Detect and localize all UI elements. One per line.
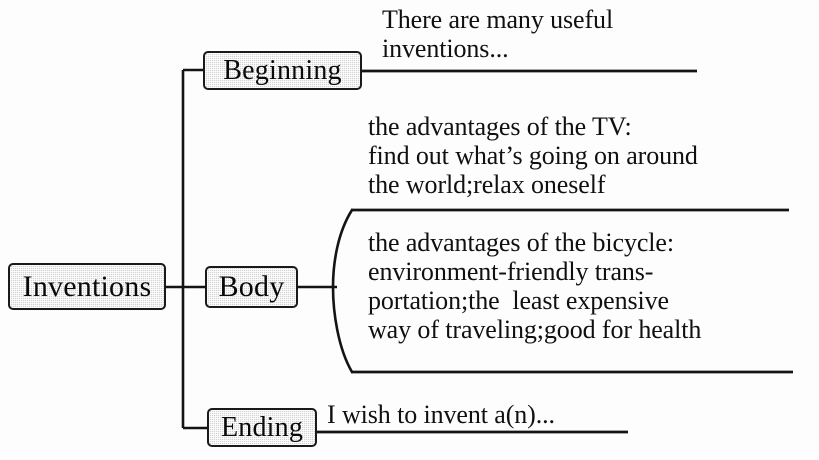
leaf-ending-note: I wish to invent a(n)... xyxy=(327,400,555,429)
node-body-label: Body xyxy=(218,270,285,303)
leaf-bicycle-note: the advantages of the bicycle: environme… xyxy=(368,228,702,345)
node-inventions[interactable]: Inventions xyxy=(8,263,166,310)
leaf-beginning-note: There are many useful inventions... xyxy=(382,5,614,64)
node-ending[interactable]: Ending xyxy=(207,408,317,447)
node-body[interactable]: Body xyxy=(205,266,298,308)
leaf-tv-note: the advantages of the TV: find out what’… xyxy=(368,112,698,200)
node-beginning-label: Beginning xyxy=(223,54,342,86)
node-beginning[interactable]: Beginning xyxy=(203,51,362,90)
body-brace xyxy=(331,208,354,374)
node-ending-label: Ending xyxy=(220,411,304,443)
node-inventions-label: Inventions xyxy=(22,269,152,303)
